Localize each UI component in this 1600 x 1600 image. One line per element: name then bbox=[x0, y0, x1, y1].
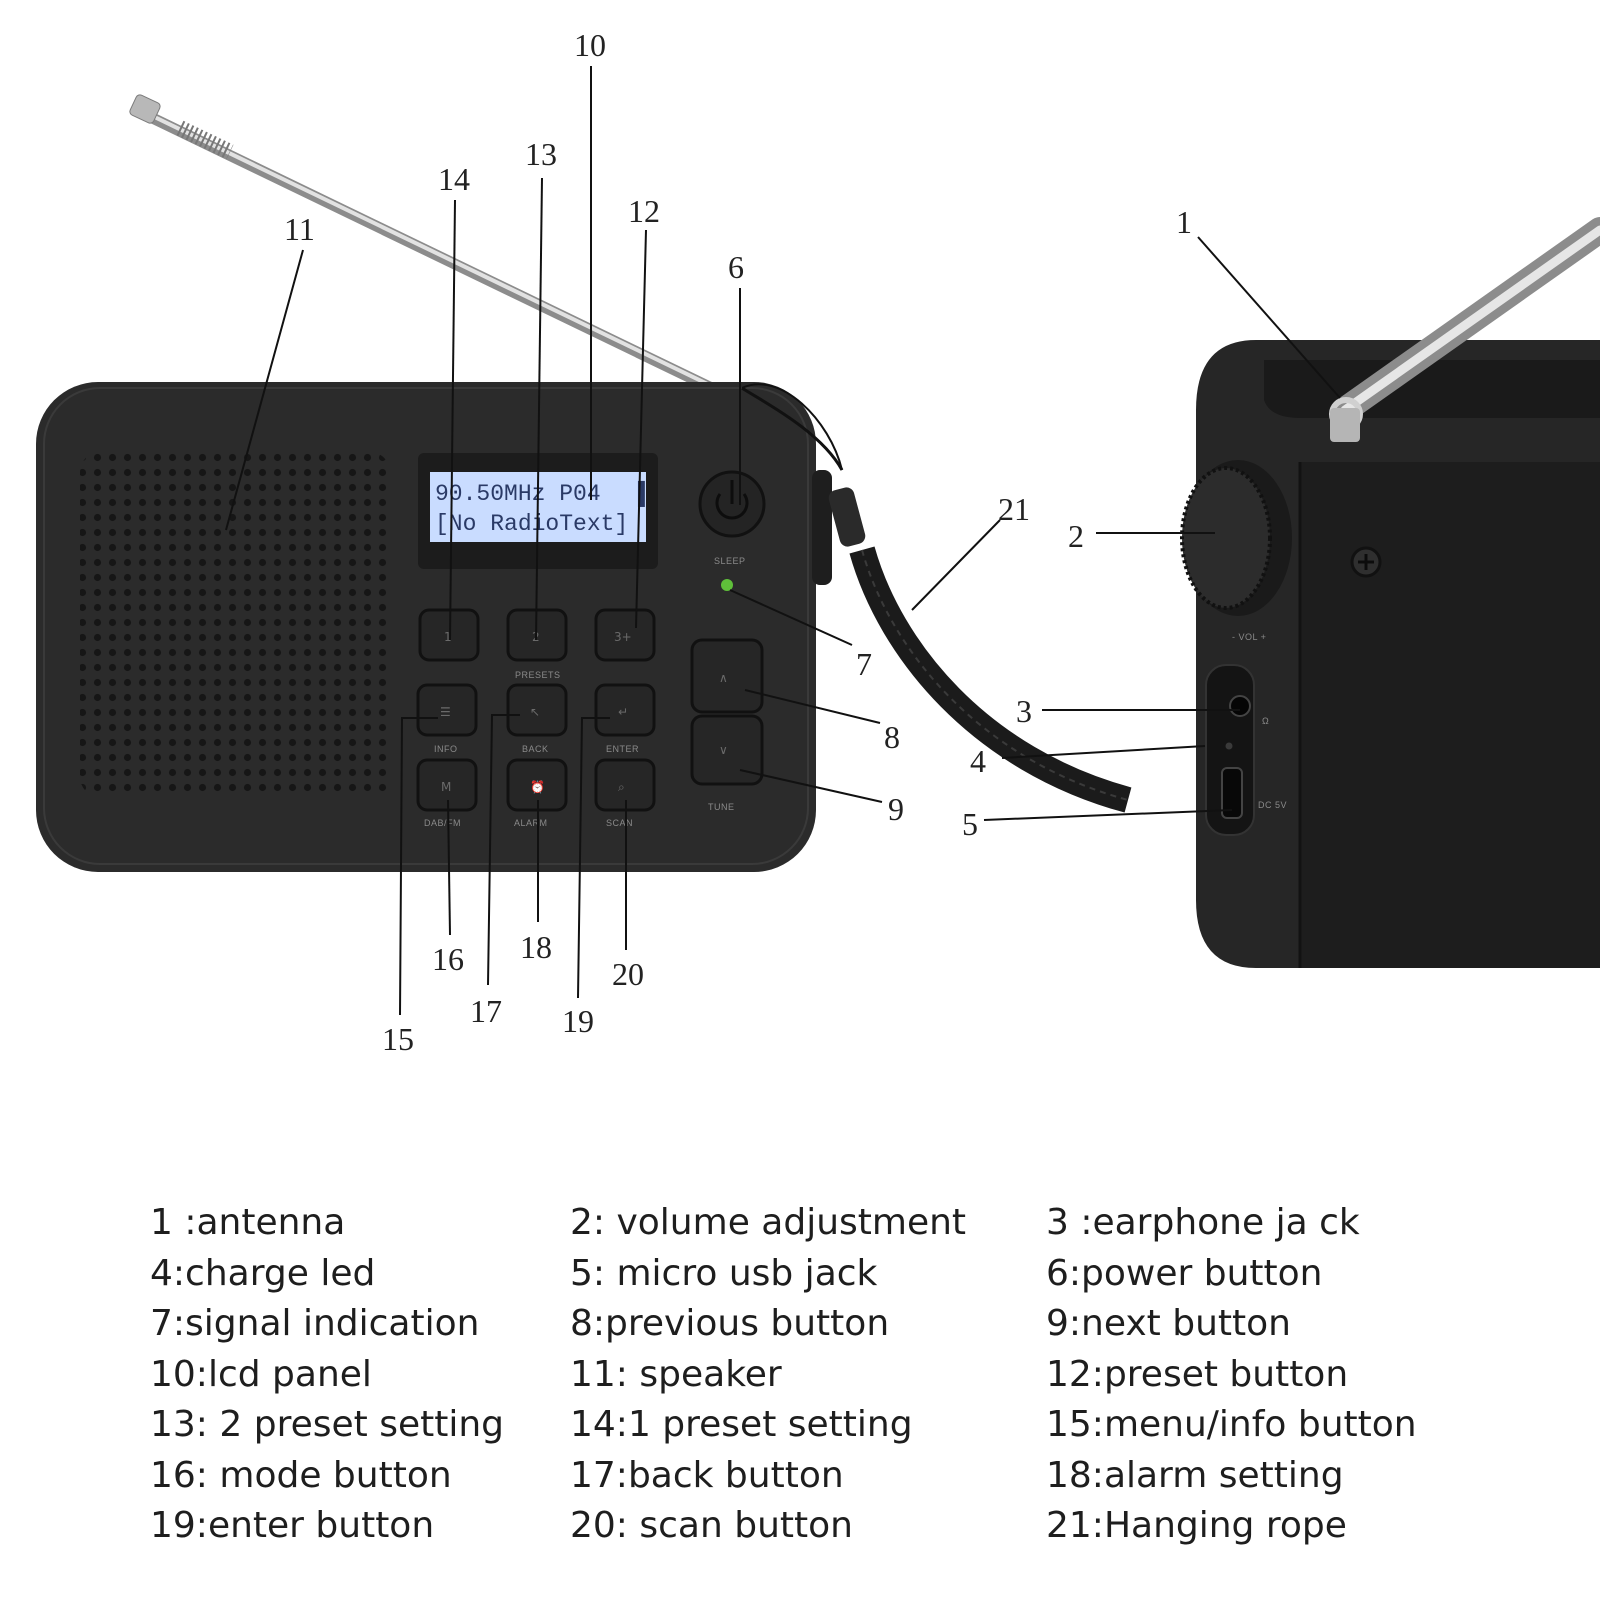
menu-icon: ☰ bbox=[440, 705, 451, 719]
scan-icon: ⌕ bbox=[618, 780, 625, 794]
mode-label: DAB/FM bbox=[424, 818, 461, 828]
volume-wheel[interactable] bbox=[1180, 460, 1292, 616]
leader-lines bbox=[225, 66, 1341, 1016]
callout-2: 2 bbox=[1068, 518, 1084, 554]
callout-16: 16 bbox=[432, 941, 464, 977]
callout-6: 6 bbox=[728, 249, 744, 285]
callout-10: 10 bbox=[574, 27, 606, 63]
tune-down-button[interactable]: ∨ bbox=[690, 714, 764, 786]
enter-label: ENTER bbox=[606, 744, 639, 754]
ohm-icon: Ω bbox=[1262, 716, 1269, 726]
legend-item: 12:preset button bbox=[1046, 1353, 1349, 1395]
power-button[interactable] bbox=[698, 470, 766, 538]
mode-icon: M bbox=[441, 780, 451, 794]
lcd-line-2: [No RadioText] bbox=[435, 511, 628, 537]
callout-1: 1 bbox=[1176, 204, 1192, 240]
legend-item: 4:charge led bbox=[150, 1252, 376, 1294]
scan-label: SCAN bbox=[606, 818, 633, 828]
mode-button[interactable]: M bbox=[416, 758, 478, 812]
antenna-front bbox=[129, 94, 726, 398]
legend-item: 15:menu/info button bbox=[1046, 1404, 1417, 1445]
info-button[interactable]: ☰ bbox=[416, 683, 478, 737]
legend-item: 6:power button bbox=[1046, 1252, 1323, 1294]
radio-diagram: 90.50MHz P04 ▐ [No RadioText] SLEEP 1 2 … bbox=[36, 27, 1600, 1057]
alarm-label: ALARM bbox=[514, 818, 548, 828]
legend-item: 7:signal indication bbox=[150, 1303, 480, 1344]
speaker-grille bbox=[80, 452, 390, 797]
charge-led bbox=[1225, 742, 1233, 750]
enter-button[interactable]: ↵ bbox=[594, 683, 656, 737]
callout-17: 17 bbox=[470, 993, 502, 1029]
callout-8: 8 bbox=[884, 719, 900, 755]
side-radio: - VOL + Ω DC 5V bbox=[1180, 217, 1600, 968]
presets-label: PRESETS bbox=[515, 670, 561, 680]
callout-15: 15 bbox=[382, 1021, 414, 1057]
back-label: BACK bbox=[522, 744, 549, 754]
legend-item: 19:enter button bbox=[150, 1505, 435, 1546]
callout-7: 7 bbox=[856, 646, 872, 682]
legend-item: 11: speaker bbox=[570, 1353, 782, 1395]
antenna-side bbox=[1329, 217, 1600, 442]
sleep-label: SLEEP bbox=[714, 556, 746, 566]
callout-13: 13 bbox=[525, 136, 557, 172]
svg-text:1: 1 bbox=[444, 630, 452, 644]
callout-20: 20 bbox=[612, 956, 644, 992]
legend-item: 8:previous button bbox=[570, 1303, 890, 1344]
svg-text:3+: 3+ bbox=[614, 630, 632, 644]
info-label: INFO bbox=[434, 744, 458, 754]
chevron-up-icon: ∧ bbox=[719, 671, 728, 685]
enter-icon: ↵ bbox=[618, 705, 628, 719]
signal-led bbox=[721, 579, 733, 591]
preset-3-button[interactable]: 3+ bbox=[594, 608, 656, 662]
back-arrow-icon: ↖ bbox=[530, 705, 540, 719]
alarm-icon: ⏰ bbox=[530, 779, 545, 794]
legend-item: 14:1 preset setting bbox=[570, 1404, 913, 1445]
legend-item: 16: mode button bbox=[150, 1454, 452, 1496]
legend-item: 18:alarm setting bbox=[1046, 1454, 1344, 1496]
legend-item: 13: 2 preset setting bbox=[150, 1404, 505, 1445]
tune-label: TUNE bbox=[708, 802, 735, 812]
callout-numbers: 1 2 3 4 5 6 7 8 9 10 11 12 13 14 15 16 1… bbox=[284, 27, 1192, 1057]
volume-knob-edge[interactable] bbox=[812, 470, 832, 585]
callout-19: 19 bbox=[562, 1003, 594, 1039]
lcd-line-1: 90.50MHz P04 bbox=[435, 481, 601, 507]
callout-14: 14 bbox=[438, 161, 470, 197]
front-radio: 90.50MHz P04 ▐ [No RadioText] SLEEP 1 2 … bbox=[36, 94, 832, 872]
legend-item: 21:Hanging rope bbox=[1046, 1505, 1347, 1546]
screw-icon bbox=[1350, 546, 1382, 578]
lcd-signal: ▐ bbox=[631, 480, 645, 507]
legend-item: 2: volume adjustment bbox=[570, 1202, 967, 1243]
callout-12: 12 bbox=[628, 193, 660, 229]
chevron-down-icon: ∨ bbox=[719, 743, 728, 757]
preset-1-button[interactable]: 1 bbox=[418, 608, 480, 662]
callout-4: 4 bbox=[970, 743, 986, 779]
legend-item: 10:lcd panel bbox=[150, 1353, 372, 1395]
legend-item: 9:next button bbox=[1046, 1303, 1291, 1344]
earphone-jack[interactable] bbox=[1229, 695, 1251, 717]
callout-18: 18 bbox=[520, 929, 552, 965]
callout-11: 11 bbox=[284, 211, 315, 247]
vol-label: - VOL + bbox=[1232, 632, 1266, 642]
legend-item: 3 :earphone ja ck bbox=[1046, 1202, 1360, 1243]
legend-item: 17:back button bbox=[570, 1454, 844, 1496]
callout-3: 3 bbox=[1016, 693, 1032, 729]
legend-item: 1 :antenna bbox=[150, 1202, 346, 1243]
callout-21: 21 bbox=[998, 491, 1030, 527]
callout-9: 9 bbox=[888, 791, 904, 827]
parts-legend: 1 :antenna 2: volume adjustment 3 :earph… bbox=[150, 1200, 1470, 1550]
dc-label: DC 5V bbox=[1258, 800, 1287, 810]
legend-item: 5: micro usb jack bbox=[570, 1252, 878, 1294]
callout-5: 5 bbox=[962, 806, 978, 842]
tune-up-button[interactable]: ∧ bbox=[690, 638, 764, 714]
legend-item: 20: scan button bbox=[570, 1505, 853, 1546]
back-button[interactable]: ↖ bbox=[506, 683, 568, 737]
micro-usb-jack[interactable] bbox=[1221, 767, 1243, 819]
hanging-rope bbox=[741, 383, 1132, 813]
